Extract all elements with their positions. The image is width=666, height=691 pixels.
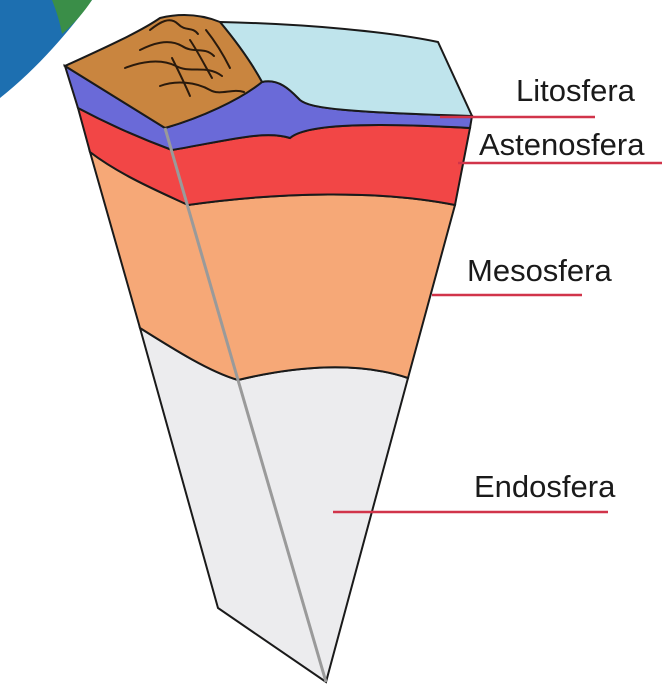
mesosfera-label: Mesosfera: [467, 253, 612, 288]
endosfera-label: Endosfera: [474, 469, 616, 504]
astenosfera-label: Astenosfera: [479, 127, 645, 162]
litosfera-label: Litosfera: [516, 73, 636, 108]
